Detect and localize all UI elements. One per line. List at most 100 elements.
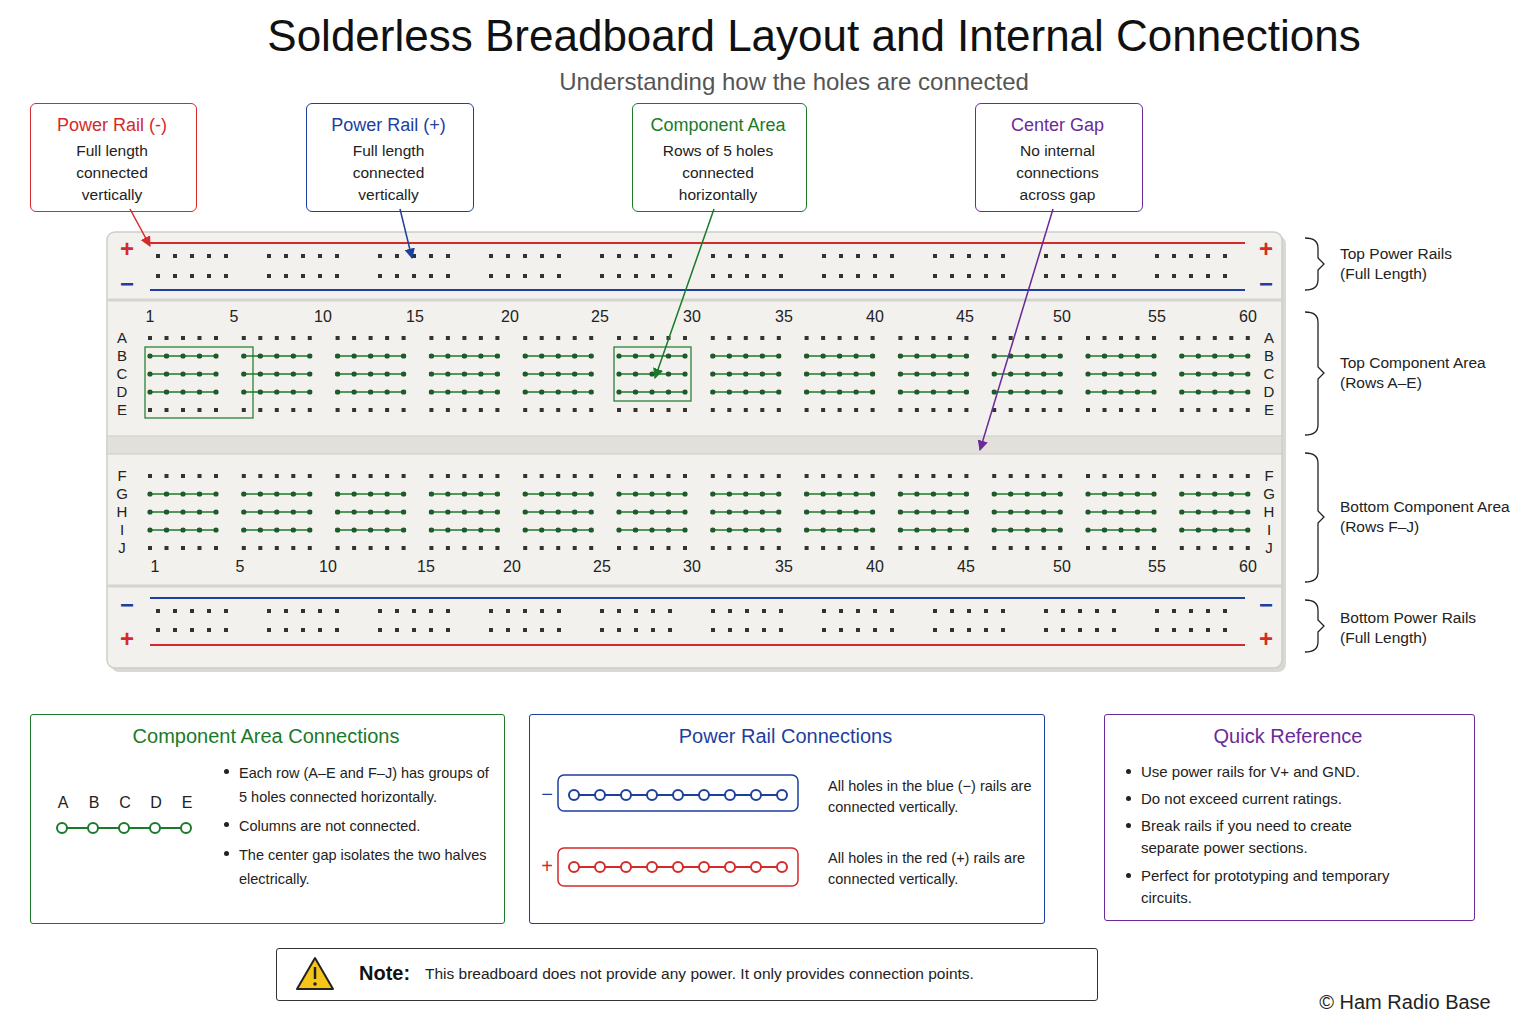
connected-hole	[572, 509, 577, 514]
hole	[336, 390, 340, 394]
hole	[429, 474, 433, 478]
hole	[495, 474, 499, 478]
hole	[1136, 528, 1140, 532]
connected-hole	[710, 509, 715, 514]
hole	[1025, 408, 1029, 412]
hole	[556, 492, 560, 496]
rail-hole	[446, 609, 450, 613]
connected-hole	[164, 509, 169, 514]
column-number: 60	[1239, 307, 1257, 328]
rail-hole	[779, 274, 783, 278]
hole	[402, 528, 406, 532]
hole	[1119, 510, 1123, 514]
rail-hole	[1112, 628, 1116, 632]
hole	[385, 510, 389, 514]
callout-title: Power Rail (+)	[307, 113, 470, 137]
highlight-frame	[145, 347, 253, 418]
hole	[308, 546, 312, 550]
hole	[1152, 408, 1156, 412]
connected-hole	[1135, 491, 1140, 496]
callout-box: Power Rail (+) Full length connected vert…	[306, 103, 474, 212]
rail-sample-dot	[595, 790, 605, 800]
section-label: Top Power Rails (Full Length)	[1340, 244, 1472, 284]
hole	[1152, 510, 1156, 514]
rail-hole	[429, 609, 433, 613]
rail-hole	[839, 254, 843, 258]
hole	[711, 390, 715, 394]
hole	[148, 372, 152, 376]
hole	[402, 492, 406, 496]
hole	[275, 372, 279, 376]
hole	[148, 390, 152, 394]
connected-hole	[947, 389, 952, 394]
hole	[1042, 528, 1046, 532]
connected-hole	[147, 371, 152, 376]
rail-hole	[335, 628, 339, 632]
hole	[589, 528, 593, 532]
hole	[617, 390, 621, 394]
hole	[898, 336, 902, 340]
hole	[683, 390, 687, 394]
rail-sample	[558, 775, 798, 811]
rail-hole	[284, 274, 288, 278]
hole	[727, 390, 731, 394]
column-number: 20	[503, 557, 521, 578]
connected-hole	[147, 491, 152, 496]
hole	[589, 546, 593, 550]
rail-hole	[617, 628, 621, 632]
rail-sign: −	[120, 589, 134, 620]
rail-hole	[984, 254, 988, 258]
callout-body: Full length connected vertically	[327, 140, 450, 206]
row-letter: F	[1264, 466, 1273, 486]
hole	[931, 336, 935, 340]
connected-hole	[1245, 491, 1250, 496]
rail-hole	[489, 274, 493, 278]
hole	[402, 354, 406, 358]
hole	[777, 390, 781, 394]
column-number: 55	[1148, 557, 1166, 578]
rail-hole	[779, 609, 783, 613]
leader-arrow	[655, 209, 714, 378]
rail-hole	[933, 609, 937, 613]
hole	[915, 336, 919, 340]
hole	[589, 408, 593, 412]
hole	[931, 528, 935, 532]
hole	[336, 546, 340, 550]
hole	[821, 528, 825, 532]
column-number: 30	[683, 557, 701, 578]
hole	[744, 474, 748, 478]
rail-hole	[506, 274, 510, 278]
hole	[573, 528, 577, 532]
hole	[573, 354, 577, 358]
hole	[964, 510, 968, 514]
hole	[479, 492, 483, 496]
hole	[275, 528, 279, 532]
rail-hole	[1078, 274, 1082, 278]
connected-hole	[291, 389, 296, 394]
hole	[838, 474, 842, 478]
hole	[258, 546, 262, 550]
hole	[556, 336, 560, 340]
connected-hole	[401, 509, 406, 514]
rail-hole	[173, 628, 177, 632]
row-letter: B	[1264, 346, 1274, 366]
rail-hole	[1001, 274, 1005, 278]
hole	[1180, 390, 1184, 394]
hole	[992, 336, 996, 340]
connected-hole	[1008, 371, 1013, 376]
rail-hole	[1061, 254, 1065, 258]
rail-hole	[1095, 274, 1099, 278]
hole	[275, 336, 279, 340]
hole	[523, 354, 527, 358]
hole	[198, 354, 202, 358]
rail-hole	[156, 609, 160, 613]
hole	[556, 546, 560, 550]
connected-hole	[804, 389, 809, 394]
hole	[556, 408, 560, 412]
hole	[540, 372, 544, 376]
hole	[291, 546, 295, 550]
hole	[992, 546, 996, 550]
connected-hole	[898, 353, 903, 358]
connected-hole	[1102, 353, 1107, 358]
column-number: 40	[866, 557, 884, 578]
